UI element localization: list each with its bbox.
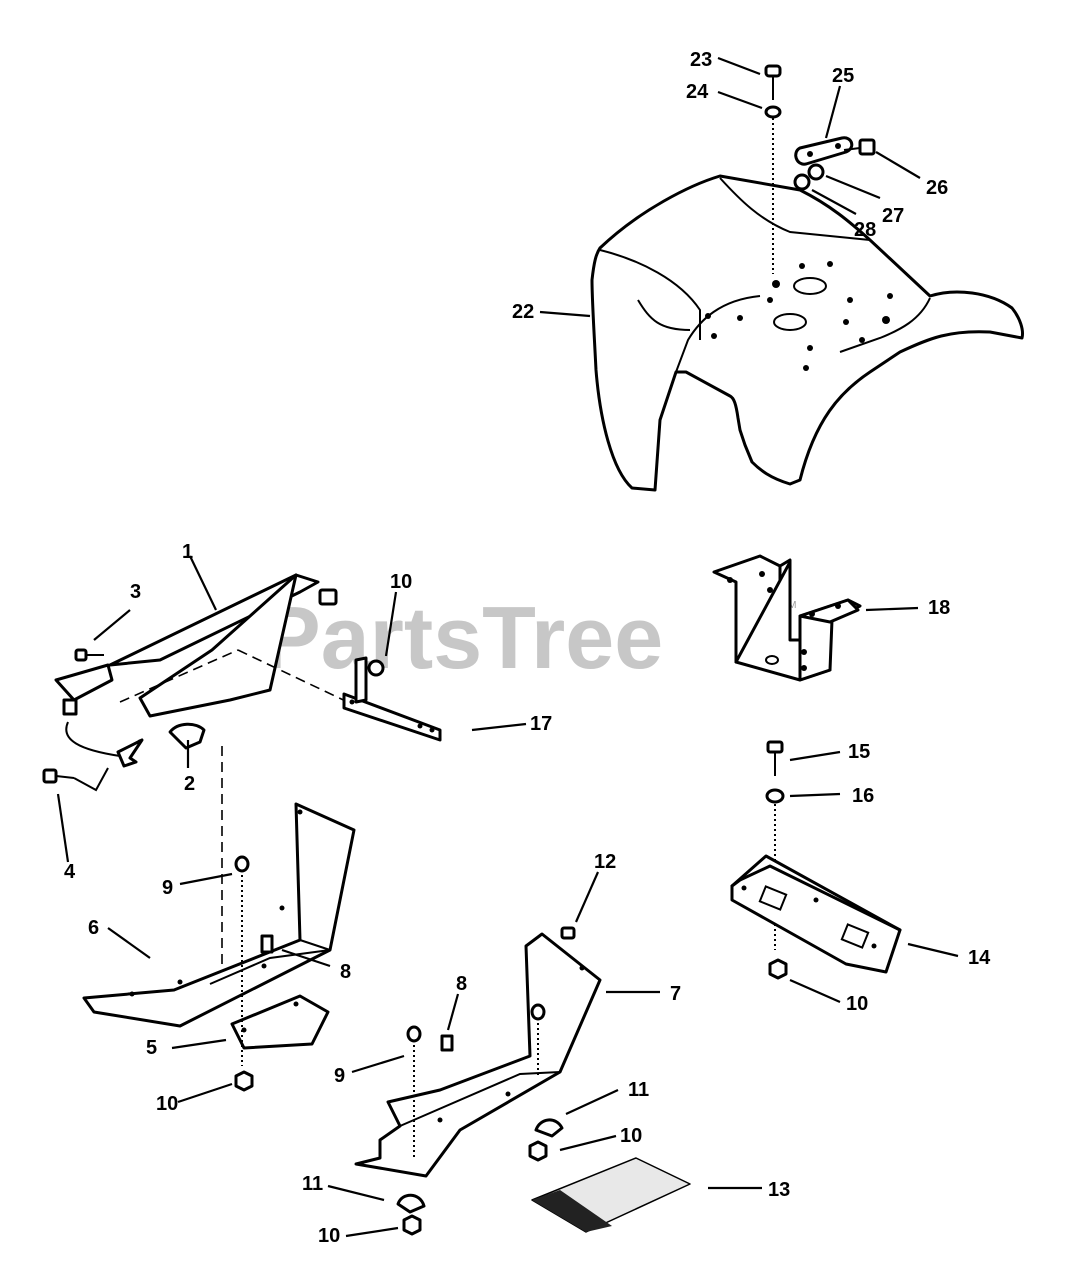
callout-17: 17 xyxy=(530,713,552,735)
callout-18: 18 xyxy=(928,597,950,619)
callout-24: 24 xyxy=(686,81,709,103)
callout-10-plate: 10 xyxy=(846,993,868,1015)
callout-2: 2 xyxy=(184,773,195,795)
callout-23: 23 xyxy=(690,49,712,71)
callout-27: 27 xyxy=(882,205,904,227)
callout-28: 28 xyxy=(854,219,876,241)
callout-12: 12 xyxy=(594,851,616,873)
callout-10-right: 10 xyxy=(620,1125,642,1147)
callout-10-left: 10 xyxy=(156,1093,178,1115)
callout-7: 7 xyxy=(670,983,681,1005)
callout-10-bottom: 10 xyxy=(318,1225,340,1247)
callout-11-right: 11 xyxy=(628,1079,649,1101)
angle-bracket-part-17 xyxy=(342,656,442,742)
callout-5: 5 xyxy=(146,1037,157,1059)
callout-8-right: 8 xyxy=(456,973,467,995)
fender-part-22 xyxy=(590,174,1024,492)
callout-13: 13 xyxy=(768,1179,790,1201)
callout-6: 6 xyxy=(88,917,99,939)
bracket-part-1 xyxy=(42,573,357,966)
callout-11-bottom: 11 xyxy=(302,1173,323,1195)
callout-25: 25 xyxy=(832,65,854,87)
leader-lines xyxy=(56,56,959,1238)
callout-16: 16 xyxy=(852,785,874,807)
hardware-23-28 xyxy=(764,64,876,274)
plate-part-14 xyxy=(730,740,902,980)
callout-15: 15 xyxy=(848,741,870,763)
footrest-part-6 xyxy=(82,802,356,1092)
callout-9-right: 9 xyxy=(334,1065,345,1087)
callout-8-left: 8 xyxy=(340,961,351,983)
callout-26: 26 xyxy=(926,177,948,199)
callout-1: 1 xyxy=(182,541,193,563)
callout-14: 14 xyxy=(968,947,991,969)
callout-4: 4 xyxy=(64,861,76,883)
callout-22: 22 xyxy=(512,301,534,323)
callout-10-top: 10 xyxy=(390,571,412,593)
callout-3: 3 xyxy=(130,581,141,603)
footrest-part-7 xyxy=(354,926,691,1236)
callout-9-left: 9 xyxy=(162,877,173,899)
u-bracket-part-18 xyxy=(712,554,862,682)
